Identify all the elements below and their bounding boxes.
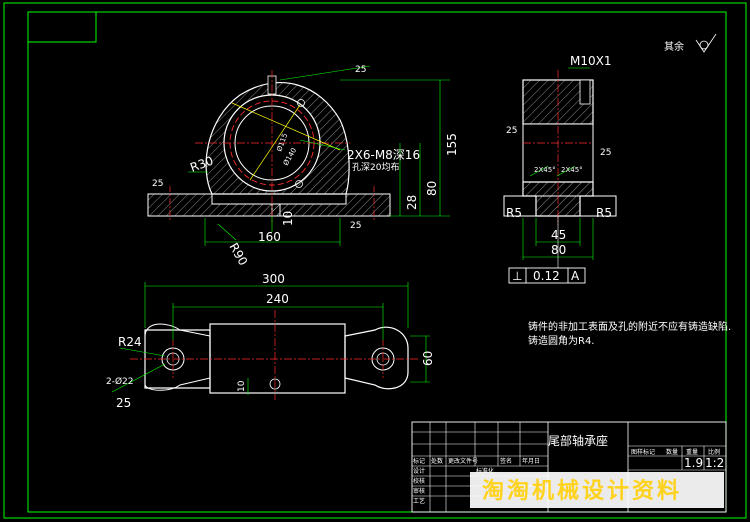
front-roughness-bottom: 25 bbox=[350, 221, 361, 231]
general-roughness-symbol: 其余 bbox=[664, 33, 717, 53]
watermark-text: 淘淘机械设计资料 bbox=[482, 478, 682, 504]
side-view: M10X1 25 25 2X45° 2X45° R5 R5 45 80 ⊥ 0.… bbox=[503, 54, 617, 284]
tech-note-1: 铸件的非加工表面及孔的附近不应有铸造缺陷. bbox=[528, 320, 731, 333]
side-chamfer-left: 2X45° bbox=[534, 166, 556, 174]
tolerance-frame bbox=[508, 267, 586, 284]
roughness-note: 其余 bbox=[664, 40, 684, 53]
front-hole-note: 孔深20均布 bbox=[352, 161, 399, 173]
row-design: 设计 bbox=[413, 467, 425, 475]
tech-note-2: 铸造圆角为R4. bbox=[528, 334, 595, 347]
front-r90: R90 bbox=[226, 241, 250, 268]
watermark-banner: 淘淘机械设计资料 bbox=[470, 472, 724, 508]
front-h-10: 10 bbox=[281, 211, 295, 226]
side-width-45: 45 bbox=[551, 228, 566, 242]
side-width-80: 80 bbox=[551, 243, 566, 257]
tolerance-datum: A bbox=[571, 269, 580, 283]
side-roughness-left: 25 bbox=[506, 126, 517, 136]
rev-mark: 标记 bbox=[413, 457, 425, 465]
top-holes: 2-Ø22 bbox=[106, 376, 134, 387]
front-h-28: 28 bbox=[405, 195, 419, 210]
rev-doc: 更改文件号 bbox=[448, 457, 478, 465]
front-view: 25 25 25 Ø115 Ø140 2X6-M8深16 孔深20均布 R30 … bbox=[147, 65, 459, 268]
title-block: 尾部轴承座 标记 处数 更改文件号 签名 年月日 设计 校核 审核 工艺 标准化… bbox=[411, 421, 727, 513]
hdr-drawing-mark: 图样标记 bbox=[631, 448, 655, 456]
side-r5-left: R5 bbox=[506, 206, 522, 220]
front-tap-dim: 2X6-M8深16 bbox=[347, 148, 420, 162]
rev-date: 年月日 bbox=[522, 457, 540, 465]
front-h-155: 155 bbox=[445, 133, 459, 156]
hdr-quantity: 数量 bbox=[666, 448, 678, 456]
front-width-160: 160 bbox=[258, 230, 281, 244]
top-h-10: 10 bbox=[237, 380, 247, 392]
top-r24: R24 bbox=[118, 335, 142, 349]
side-chamfer-right: 2X45° bbox=[561, 166, 583, 174]
hdr-weight: 重量 bbox=[686, 448, 698, 456]
rev-count: 处数 bbox=[431, 457, 443, 465]
top-h-60: 60 bbox=[421, 351, 435, 366]
rev-sign: 签名 bbox=[500, 457, 512, 465]
technical-notes: 铸件的非加工表面及孔的附近不应有铸造缺陷. 铸造圆角为R4. bbox=[528, 320, 731, 347]
drawing-title: 尾部轴承座 bbox=[548, 433, 608, 448]
corner-label-box bbox=[27, 11, 97, 43]
top-width-240: 240 bbox=[266, 292, 289, 306]
row-standard: 标准化 bbox=[476, 467, 494, 475]
row-review: 审核 bbox=[413, 487, 425, 495]
top-width-300: 300 bbox=[262, 272, 285, 286]
top-view: 300 240 R24 2-Ø22 25 60 10 bbox=[106, 272, 435, 410]
scale-value: 1:2 bbox=[705, 456, 724, 470]
weight-value: 1.9 bbox=[684, 456, 703, 470]
front-roughness-top: 25 bbox=[355, 65, 366, 75]
side-thread: M10X1 bbox=[570, 54, 611, 68]
row-process: 工艺 bbox=[413, 497, 425, 505]
hdr-scale: 比例 bbox=[708, 448, 720, 456]
side-roughness-right: 25 bbox=[600, 148, 611, 158]
sheet-border bbox=[3, 2, 747, 519]
top-roughness: 25 bbox=[116, 396, 131, 410]
side-r5-right: R5 bbox=[596, 206, 612, 220]
tolerance-symbol: ⊥ bbox=[512, 269, 522, 283]
row-check: 校核 bbox=[413, 477, 425, 485]
front-h-80: 80 bbox=[425, 181, 439, 196]
front-roughness-left: 25 bbox=[152, 179, 163, 189]
tolerance-value: 0.12 bbox=[533, 269, 560, 283]
